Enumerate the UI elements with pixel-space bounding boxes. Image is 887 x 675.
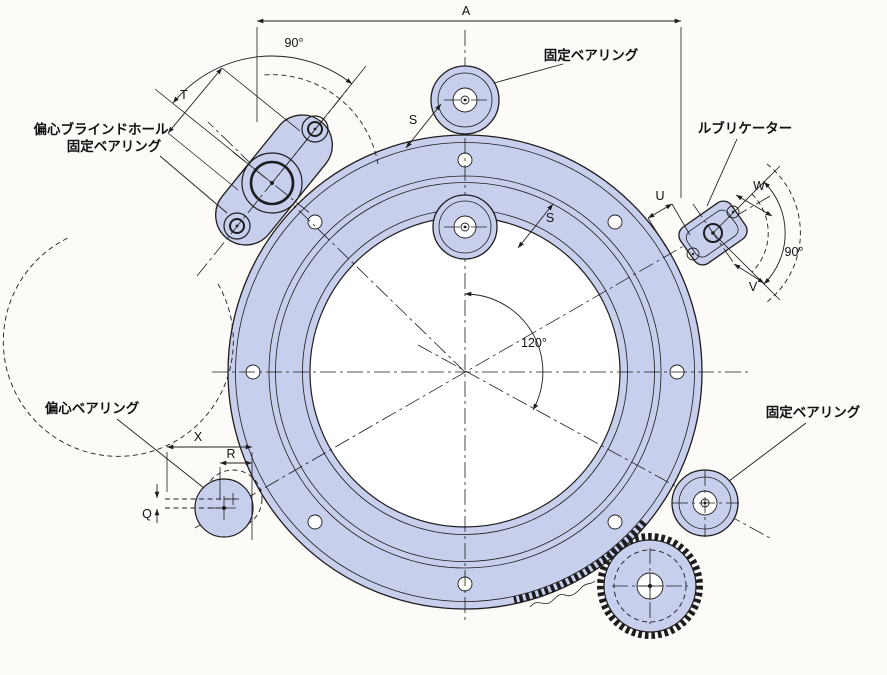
blind-hole-outer [241, 152, 303, 214]
bolt-hole [607, 514, 623, 530]
lubricator-port [703, 223, 723, 243]
label-eccentric-blind-hole-line2: 固定ベアリング [67, 138, 162, 154]
dim-x-label: X [194, 430, 203, 444]
dim-a-label: A [462, 4, 471, 18]
pivot-center-dot [235, 224, 239, 228]
eccentric-bearing: X R Q [142, 430, 263, 540]
label-eccentric-bearing: 偏心ベアリング [45, 400, 140, 416]
gear-teeth [597, 533, 703, 639]
leader-line [159, 155, 228, 214]
swing-range-arc [2, 236, 234, 457]
angle-90-label: 90° [785, 245, 804, 259]
s-dimensions: S S [405, 103, 554, 249]
dim-s-inner-label: S [546, 211, 554, 225]
angle-120-label: 120° [521, 336, 547, 350]
dim-line-s-outer [405, 103, 442, 149]
screw-center-dot [691, 252, 695, 256]
lubricator: 90° U W V [647, 163, 804, 303]
angle-90-label: 90° [285, 36, 304, 50]
dim-line-s-inner [517, 203, 554, 249]
dim-line-t [167, 67, 223, 134]
angle-arc-90 [763, 181, 786, 285]
extension-line [647, 217, 667, 248]
label-fixed-bearing-top: 固定ベアリング [544, 47, 639, 63]
label-lubricator: ルブリケーター [698, 120, 793, 136]
eccentric-blind-hole-bearing: 90° T [2, 36, 379, 457]
bolt-hole [307, 214, 323, 230]
bearing-center-dot [222, 506, 226, 510]
leader-line [116, 418, 205, 489]
dim-line-w [735, 194, 773, 217]
swing-range-arc [766, 163, 801, 303]
angle-dimension-120: 120° [464, 291, 547, 411]
pivot-outer [223, 212, 251, 240]
extension-line [671, 203, 691, 236]
bearing-bore [460, 95, 470, 105]
leader-line [728, 422, 807, 482]
dim-line-u [647, 203, 673, 219]
fixed-bearing-top [430, 65, 500, 135]
fixed-bearing-bottom-right [671, 469, 739, 537]
bearing-race [438, 200, 492, 254]
dim-v-label: V [749, 280, 758, 294]
angle-arc-120 [464, 291, 544, 411]
label-fixed-bearing-bottom-right: 固定ベアリング [766, 404, 861, 420]
dim-w-label: W [753, 179, 765, 193]
break-line [529, 580, 596, 608]
label-eccentric-blind-hole-line1: 偏心ブラインドホール [34, 121, 169, 137]
dim-u-label: U [655, 189, 664, 203]
stud-outer [301, 115, 329, 143]
pinion-gear [597, 533, 703, 639]
dim-t-label: T [180, 88, 188, 102]
leader-line [706, 138, 738, 207]
callouts: 固定ベアリング 偏心ブラインドホール 固定ベアリング ルブリケーター 偏心ベアリ… [34, 47, 861, 489]
dim-q-label: Q [142, 507, 152, 521]
extension-line [167, 132, 239, 191]
dim-r-label: R [226, 447, 235, 461]
bolt-hole [607, 214, 623, 230]
fixed-bearing-inner [432, 194, 498, 260]
lubricator-screw [686, 247, 700, 261]
overall-dimension-a: A [256, 4, 682, 198]
dim-s-outer-label: S [409, 113, 417, 127]
stud-bore [307, 121, 323, 137]
blind-hole-bore [249, 160, 295, 206]
bearing-bore [460, 222, 470, 232]
bearing-race [437, 72, 493, 128]
pivot-bore [229, 218, 245, 234]
dim-line-v [733, 263, 765, 284]
extension-line [221, 67, 301, 132]
bolt-hole [307, 514, 323, 530]
leader-line [493, 63, 564, 84]
